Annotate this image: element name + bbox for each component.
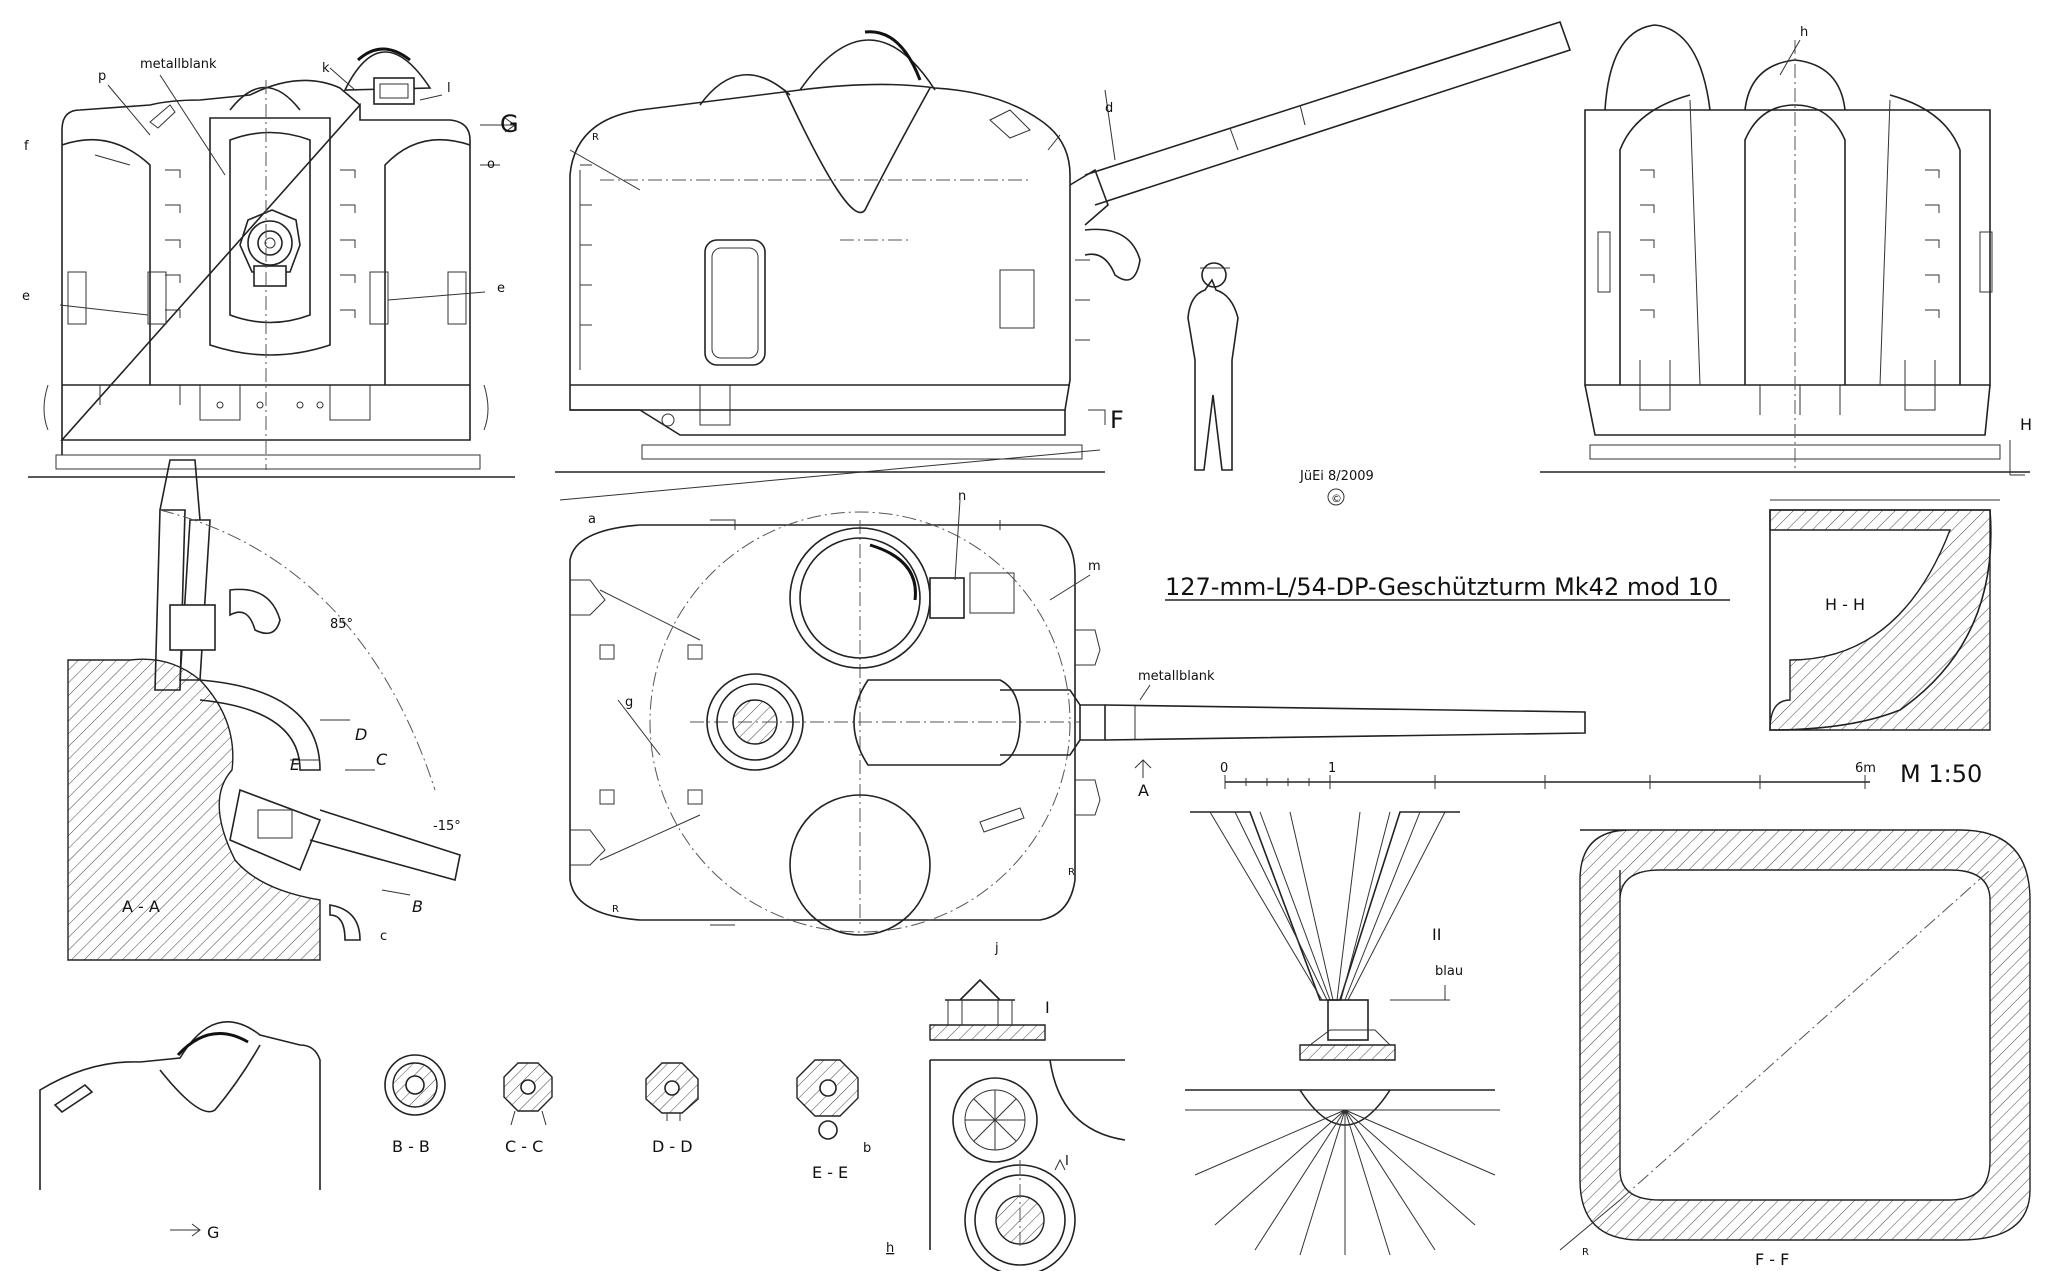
scale-bar (1224, 775, 1870, 789)
callout-h-rear: h (1800, 25, 1808, 40)
label-blau: blau (1435, 964, 1463, 979)
side-view (555, 21, 1572, 501)
view-g-detail (39, 1021, 321, 1237)
section-label-b-b: B - B (392, 1137, 430, 1156)
callout-c: c (380, 929, 387, 944)
section-f-f (1559, 829, 2031, 1251)
callout-n: n (958, 489, 966, 504)
section-mark-c: C (376, 750, 388, 769)
detail-i (929, 978, 1126, 1271)
front-view (28, 47, 516, 478)
section-label-f-f: F - F (1755, 1250, 1789, 1269)
label-metallblank-front: metallblank (140, 57, 217, 72)
section-mark-b: B (412, 897, 423, 916)
view-arrow-g-detail: G (207, 1223, 219, 1242)
callout-e-right: e (497, 281, 505, 296)
callout-k: k (322, 61, 330, 76)
callout-p: p (98, 69, 106, 84)
barrel-top (1104, 704, 1586, 741)
callout-b: b (863, 1141, 871, 1156)
callout-g: g (625, 695, 633, 710)
callout-l: l (447, 81, 451, 96)
callout-d: d (1105, 101, 1113, 116)
drawing-title: 127-mm-L/54-DP-Geschützturm Mk42 mod 10 (1165, 573, 1718, 601)
section-label-a-a: A - A (122, 897, 160, 916)
scale-tick-6m: 6m (1855, 761, 1876, 776)
detail-i-mark: I (1065, 1154, 1069, 1169)
callout-e-left: e (22, 289, 30, 304)
section-mark-f: F (1110, 406, 1124, 434)
label-metallblank-top: metallblank (1138, 669, 1215, 684)
section-label-d-d: D - D (652, 1137, 693, 1156)
cross-sections (384, 1054, 859, 1140)
scale-tick-1: 1 (1328, 761, 1336, 776)
author-signature: JüEi 8/2009 (1299, 469, 1374, 484)
detail-ii-label: II (1432, 925, 1441, 944)
rear-view (1540, 24, 2030, 476)
radius-mark-top-2: R (1068, 867, 1075, 878)
label-angle-85: 85° (330, 617, 353, 632)
callout-o: o (487, 157, 495, 172)
section-label-e-e: E - E (812, 1163, 848, 1182)
detail-ii (1185, 811, 1500, 1256)
barrel-side (1084, 21, 1572, 206)
section-mark-e: E (290, 755, 301, 774)
view-arrow-g-front: G (500, 110, 519, 138)
radius-mark-f-f: R (1582, 1247, 1589, 1258)
callout-f: f (24, 139, 29, 154)
callout-j: j (994, 941, 999, 956)
section-mark-a: A (1138, 781, 1149, 800)
radius-mark-side: R (592, 132, 599, 143)
detail-ii-rays (1185, 1109, 1500, 1256)
radius-mark-top: R (612, 904, 619, 915)
copyright-mark: © (1331, 492, 1342, 505)
top-view (569, 499, 1586, 936)
detail-i-label: I (1045, 998, 1050, 1017)
section-mark-d: D (355, 725, 367, 744)
section-h-h (1769, 499, 2000, 731)
section-a-a (67, 459, 461, 961)
section-mark-h: H (2020, 415, 2032, 434)
label-angle-minus-15: -15° (433, 819, 461, 834)
copyright-circle (1327, 488, 1345, 506)
rear-rungs (1640, 169, 1940, 318)
section-label-h-h: H - H (1825, 595, 1865, 614)
section-label-c-c: C - C (505, 1137, 543, 1156)
callout-m: m (1088, 559, 1101, 574)
rung-column-left (165, 169, 356, 318)
callout-a: a (588, 512, 596, 527)
callout-h-detail: h (886, 1241, 894, 1256)
scale-label: M 1:50 (1900, 760, 1982, 788)
scale-tick-0: 0 (1220, 761, 1228, 776)
